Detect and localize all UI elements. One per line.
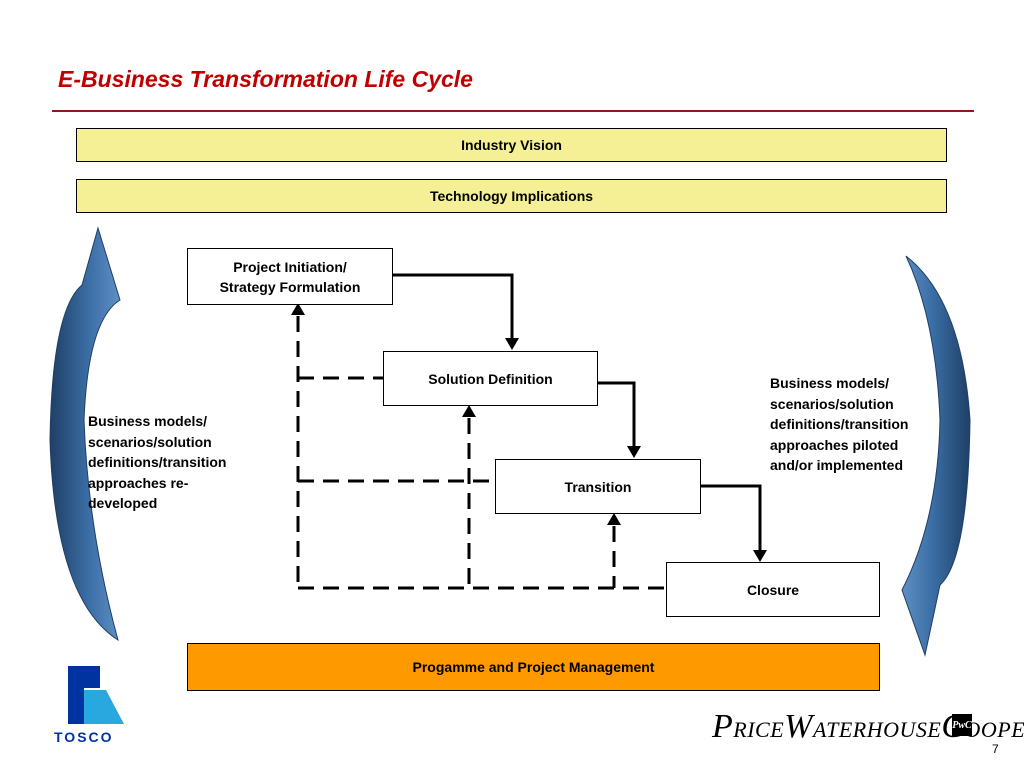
stage-initiation-line-2: Strategy Formulation — [219, 278, 361, 295]
left-note-line: developed — [88, 495, 158, 511]
stage-transition: Transition — [495, 459, 701, 514]
right-note-line: definitions/transition — [770, 416, 909, 432]
left-note: Business models/ scenarios/solution defi… — [88, 411, 226, 514]
left-note-line: approaches re- — [88, 474, 189, 491]
tosco-logo-icon — [68, 666, 124, 724]
flow-line-initiation-to-solution — [392, 273, 514, 340]
stage-solution-definition: Solution Definition — [383, 351, 598, 406]
technology-implications-band: Technology Implications — [76, 179, 947, 213]
arrowhead-to-initiation — [291, 303, 305, 315]
right-note: Business models/ scenarios/solution defi… — [770, 373, 908, 476]
stage-initiation-line-1: Project Initiation/ — [233, 258, 347, 275]
left-note-line: scenarios/solution — [88, 433, 212, 450]
arrowhead-to-closure — [753, 550, 767, 562]
arrowhead-to-transition-up — [607, 513, 621, 525]
flow-line-solution-to-transition — [598, 381, 636, 448]
right-note-line: scenarios/solution — [770, 395, 894, 412]
arrowhead-to-solution-up — [462, 405, 476, 417]
arrowhead-to-solution — [505, 338, 519, 350]
left-note-line: Business models/ — [88, 413, 208, 429]
title-divider — [52, 110, 974, 112]
stage-closure: Closure — [666, 562, 880, 617]
right-note-line: and/or implemented — [770, 457, 904, 473]
right-note-line: Business models/ — [770, 375, 890, 391]
right-cycle-arrow — [901, 255, 971, 657]
page-number: 7 — [992, 742, 999, 756]
industry-vision-band: Industry Vision — [76, 128, 947, 162]
stage-project-initiation: Project Initiation/ Strategy Formulation — [187, 248, 393, 305]
right-note-line: approaches piloted — [770, 436, 899, 453]
programme-management-bar: Progamme and Project Management — [187, 643, 880, 691]
arrowhead-to-transition — [627, 446, 641, 458]
flow-line-transition-to-closure — [700, 484, 762, 552]
pwc-logo: PRICEWATERHOUSECOOPERS — [712, 708, 1024, 745]
left-note-line: definitions/transition — [88, 454, 227, 470]
left-cycle-arrow — [49, 226, 121, 642]
slide-title: E-Business Transformation Life Cycle — [58, 66, 473, 92]
tosco-wordmark: TOSCO — [54, 729, 114, 745]
pwc-mark-icon: PwC — [952, 714, 972, 736]
